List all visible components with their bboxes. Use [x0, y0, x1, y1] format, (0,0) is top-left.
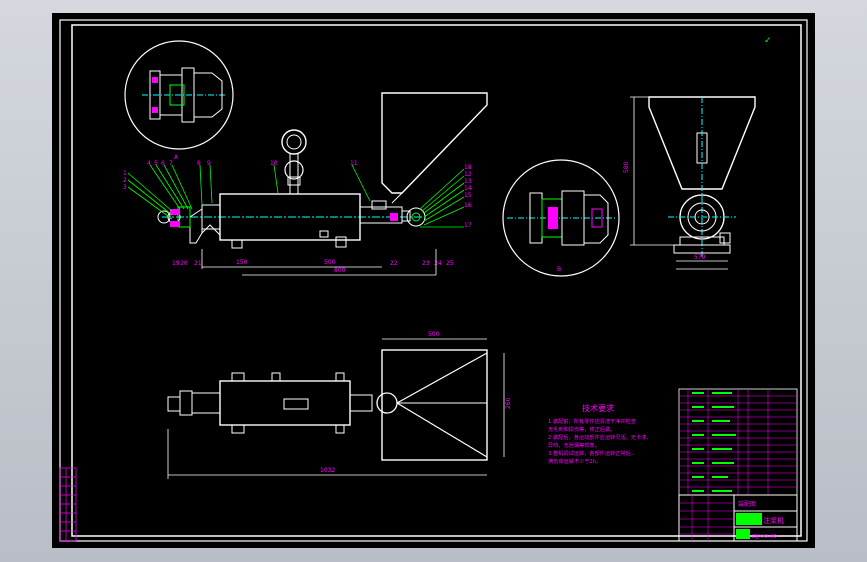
svg-text:19: 19	[172, 260, 180, 267]
svg-text:2: 2	[123, 177, 127, 184]
svg-text:21: 21	[194, 260, 202, 267]
svg-text:8: 8	[197, 160, 201, 167]
svg-text:22: 22	[390, 260, 398, 267]
front-view	[157, 92, 488, 249]
svg-text:7: 7	[169, 160, 173, 167]
tech-req-line: 无毛刺和损伤等，修正后装。	[548, 425, 615, 433]
svg-text:12: 12	[464, 171, 472, 178]
detail-view-a: A	[124, 40, 234, 161]
svg-text:3: 3	[123, 184, 127, 191]
title-drawing-no: ZJJ-00-00	[752, 534, 777, 540]
side-view	[648, 96, 756, 258]
revision-strip	[59, 467, 77, 542]
svg-text:150: 150	[236, 259, 248, 266]
surface-finish-mark: ✓	[764, 36, 772, 46]
detail-view-b: B	[502, 159, 620, 277]
svg-text:570: 570	[694, 254, 706, 261]
parts-list	[678, 388, 798, 496]
svg-text:800: 800	[334, 267, 346, 274]
svg-text:13: 13	[464, 178, 472, 185]
drawing-canvas[interactable]: ✓ A	[52, 13, 815, 548]
svg-text:14: 14	[464, 185, 472, 192]
technical-requirements: 技术要求 1.装配前，所有零件应清洗干净并检查 无毛刺和损伤等，修正后装。 2.…	[548, 403, 652, 465]
svg-text:4: 4	[147, 160, 151, 167]
svg-text:5: 5	[154, 160, 158, 167]
plan-view	[167, 349, 488, 461]
svg-text:17: 17	[464, 222, 472, 229]
svg-text:16: 16	[464, 202, 472, 209]
inner-border	[71, 24, 802, 537]
svg-text:6: 6	[161, 160, 165, 167]
svg-text:A: A	[174, 154, 179, 161]
svg-text:B: B	[557, 266, 561, 273]
svg-text:15: 15	[464, 192, 472, 199]
tech-req-line: 异响，无泄漏等现象。	[548, 441, 600, 449]
svg-text:260: 260	[505, 397, 512, 409]
leader-lines	[127, 164, 465, 228]
item-numbers: 1 2 3 4 5 6 7 8 9 10 11 18 12 13 14 15 1…	[123, 160, 472, 267]
title-block: 注浆机 装配图 ZJJ-00-00	[678, 494, 798, 542]
svg-text:500: 500	[324, 259, 336, 266]
assembly-drawing: ✓ A	[59, 19, 808, 542]
svg-text:9: 9	[207, 160, 211, 167]
svg-text:20: 20	[180, 260, 188, 267]
tech-req-title: 技术要求	[582, 403, 614, 413]
svg-text:580: 580	[623, 161, 630, 173]
tech-req-line: 1.装配前，所有零件应清洗干净并检查	[548, 417, 636, 425]
front-dimensions	[201, 249, 437, 276]
tech-req-line: 3.整机调试运转，各部件运转正常后，	[548, 449, 636, 457]
svg-text:1032: 1032	[320, 467, 335, 474]
svg-text:10: 10	[270, 160, 278, 167]
svg-text:11: 11	[350, 160, 358, 167]
tech-req-line: 2.装配后，各运动部件应运转灵活，无卡滞、	[548, 433, 652, 441]
svg-text:23: 23	[422, 260, 430, 267]
tech-req-line: 满负荷运转不少于2h。	[548, 457, 601, 465]
outer-border	[59, 19, 808, 542]
svg-text:18: 18	[464, 164, 472, 171]
svg-text:1: 1	[123, 170, 127, 177]
svg-text:24: 24	[434, 260, 442, 267]
title-name: 注浆机	[763, 516, 784, 525]
title-sheet: 装配图	[738, 500, 756, 508]
svg-text:25: 25	[446, 260, 454, 267]
svg-text:500: 500	[428, 331, 440, 338]
